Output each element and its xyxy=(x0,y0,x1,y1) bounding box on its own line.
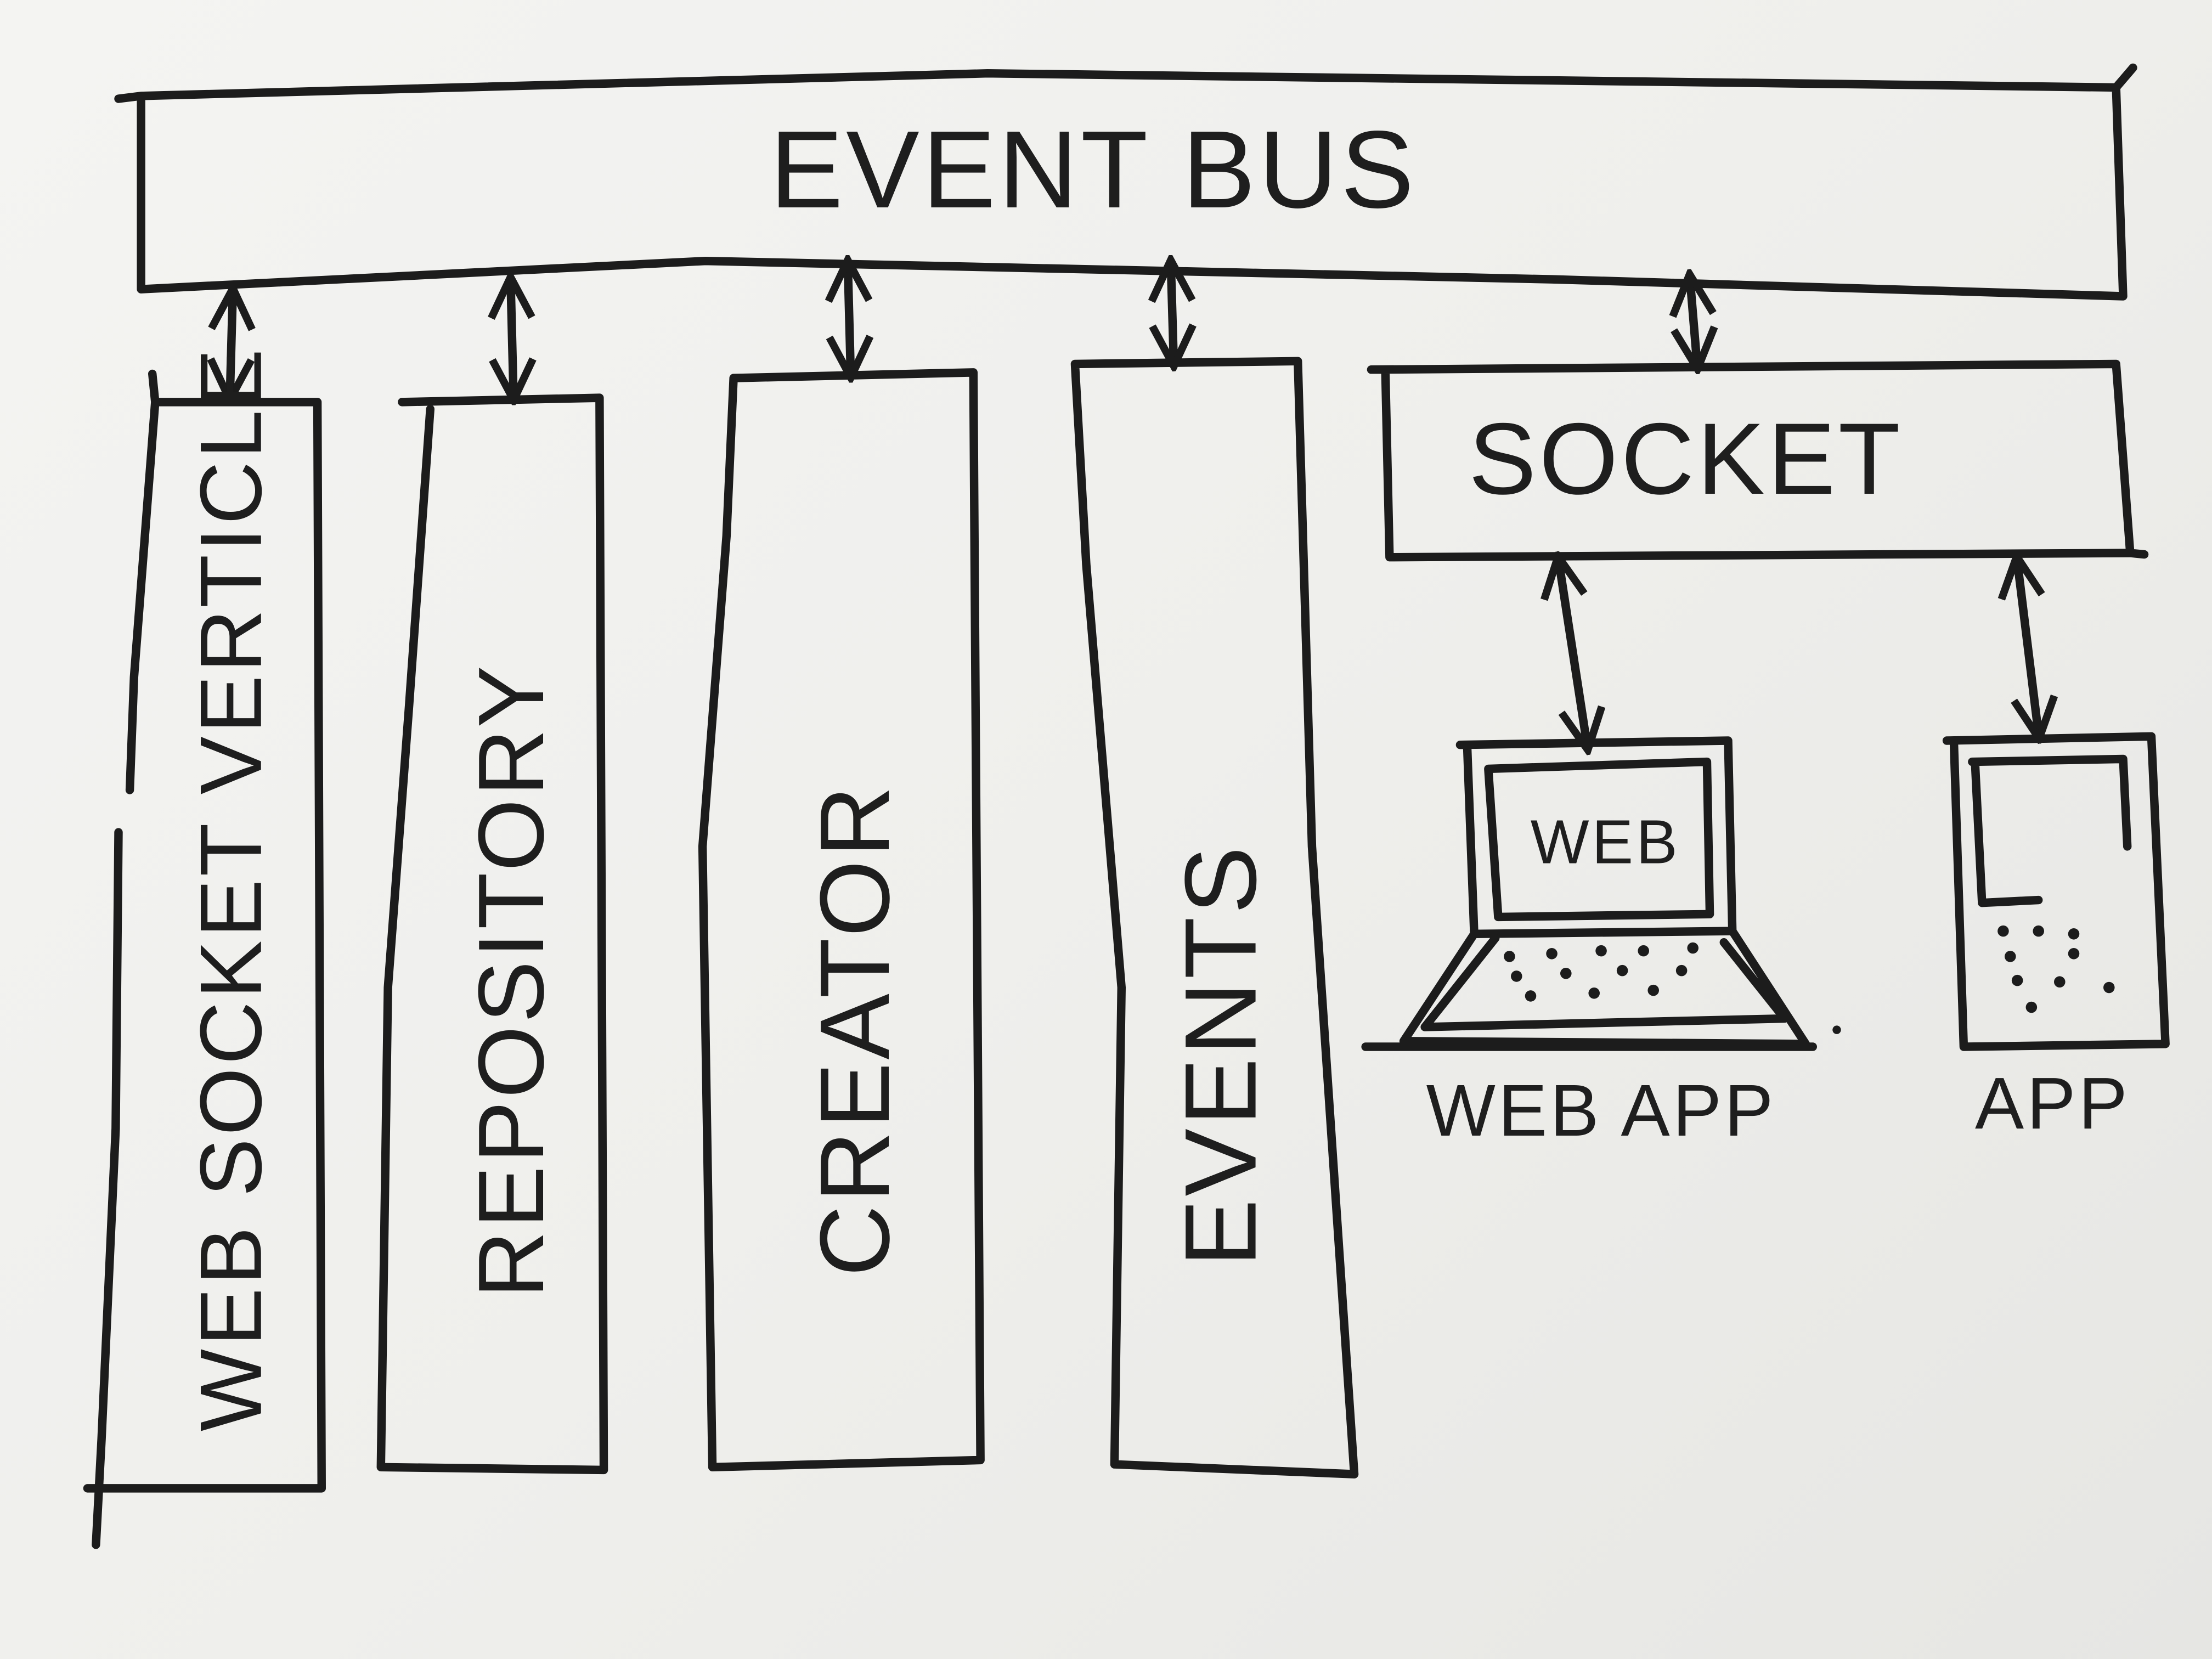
column-label-web-socket-verticle: WEB SOCKET VERTICLE xyxy=(182,346,280,1432)
column-creator: CREATOR xyxy=(698,368,985,1472)
arrow-bus-events xyxy=(1171,265,1173,361)
arrow-socket-app xyxy=(2017,561,2039,733)
socket-box: SOCKET xyxy=(1367,359,2149,562)
column-label-repository: REPOSITORY xyxy=(459,663,563,1298)
event-bus-label: EVENT BUS xyxy=(770,108,1417,231)
arrow-bus-websocket xyxy=(230,294,233,395)
phone-icon xyxy=(1942,732,2170,1051)
app-label: APP xyxy=(1975,1063,2130,1144)
event-bus-box: EVENT BUS xyxy=(114,63,2137,301)
keyboard-dots xyxy=(1504,942,1841,1034)
socket-label: SOCKET xyxy=(1469,402,1903,516)
arrow-socket-webapp xyxy=(1559,561,1587,744)
arrow-bus-socket xyxy=(1690,279,1697,364)
arrow-bus-creator xyxy=(848,265,850,372)
column-events: EVENTS xyxy=(1070,357,1359,1479)
phone-keypad-dots xyxy=(1997,925,2115,1013)
laptop-screen-label: WEB xyxy=(1531,808,1680,877)
column-label-events: EVENTS xyxy=(1164,844,1278,1267)
bus-arrows xyxy=(230,265,1697,395)
column-repository: REPOSITORY xyxy=(376,393,608,1475)
laptop-icon: WEB xyxy=(1361,736,1841,1051)
column-label-creator: CREATOR xyxy=(800,783,910,1276)
web-app-label: WEB APP xyxy=(1426,1070,1776,1152)
column-web-socket-verticle: WEB SOCKET VERTICLE xyxy=(83,346,326,1549)
arrow-bus-repository xyxy=(511,282,514,395)
